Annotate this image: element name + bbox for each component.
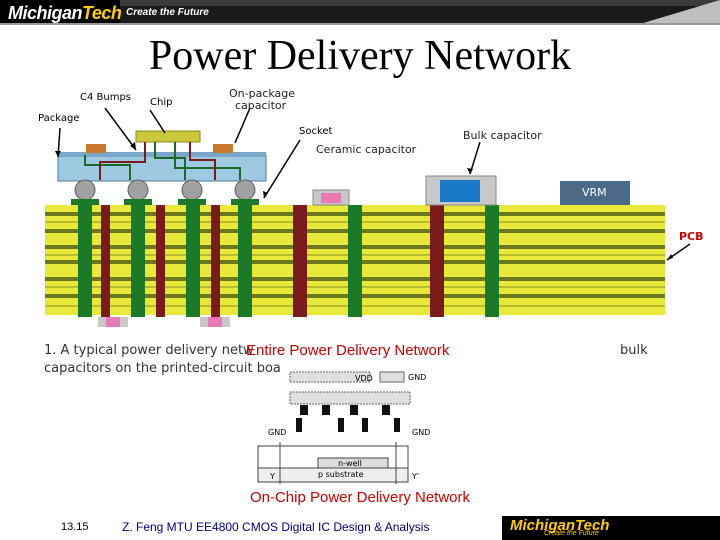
- onchip-pdn-caption: On-Chip Power Delivery Network: [249, 489, 471, 506]
- footer-logo-name: MichiganTech: [510, 517, 610, 534]
- onchip-nwell-label: n-well: [338, 459, 362, 468]
- banner-graphic: [0, 0, 720, 25]
- onchip-y-label: Y: [270, 472, 275, 481]
- pcb-label: PCB: [679, 230, 704, 243]
- pcb-board: [45, 205, 665, 327]
- figure-caption-line1-start: 1. A typical power delivery netw: [44, 343, 254, 358]
- ceramic-capacitor: [312, 189, 350, 206]
- onchip-vdd-label: VDD: [355, 374, 373, 383]
- onchip-figure: [257, 371, 411, 484]
- figure-caption-line2: capacitors on the printed-circuit boa: [44, 361, 281, 376]
- ceramic-capacitor-label: Ceramic capacitor: [316, 143, 417, 156]
- on-package-capacitor-label-line2: capacitor: [235, 99, 287, 112]
- footer-course-text: Z. Feng MTU EE4800 CMOS Digital IC Desig…: [122, 520, 430, 534]
- michigan-tech-logo: MichiganTech: [8, 3, 122, 23]
- slide-number: 13.15: [61, 521, 89, 533]
- socket-label: Socket: [299, 126, 333, 137]
- onchip-gnd-label-top: GND: [408, 373, 427, 382]
- package: [57, 130, 267, 182]
- onchip-yprime-label: Y': [412, 472, 420, 481]
- onchip-gnd-label-right: GND: [412, 428, 431, 437]
- chip-label: Chip: [150, 97, 173, 108]
- onchip-psub-label: p substrate: [318, 470, 364, 479]
- slide-title: Power Delivery Network: [148, 33, 572, 79]
- c4-bumps-label: C4 Bumps: [80, 92, 132, 103]
- footer-logo: MichiganTech Create the Future: [502, 516, 720, 540]
- bulk-capacitor: [425, 175, 497, 206]
- entire-pdn-label: Entire Power Delivery Network: [246, 342, 450, 359]
- bulk-capacitor-label: Bulk capacitor: [463, 129, 542, 142]
- solder-balls: [71, 179, 259, 205]
- onchip-gnd-label-left: GND: [268, 428, 287, 437]
- callout-arrows: [57, 107, 691, 261]
- figure-caption-line1-end: bulk: [620, 343, 648, 358]
- footer-logo-tagline: Create the Future: [544, 530, 599, 537]
- vrm: [560, 181, 630, 205]
- banner-tagline: Create the Future: [126, 7, 209, 18]
- vrm-label: VRM: [582, 186, 607, 199]
- on-package-capacitor-label-line1: On-package: [229, 87, 296, 100]
- header-banner: MichiganTech Create the Future: [0, 0, 720, 26]
- package-label: Package: [38, 113, 80, 124]
